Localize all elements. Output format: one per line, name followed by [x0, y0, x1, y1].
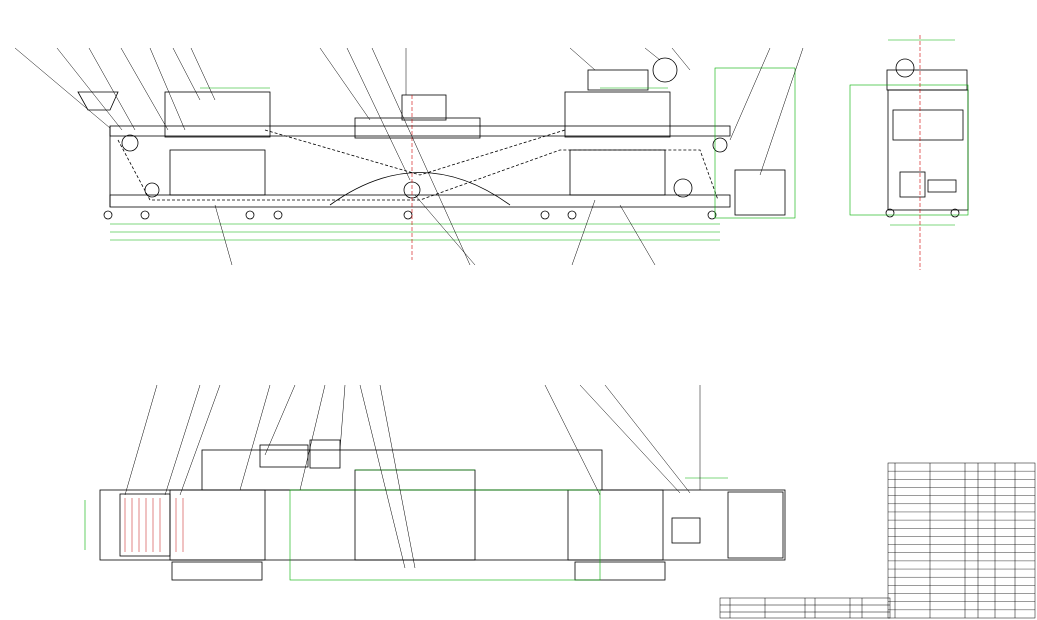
center-platform [354, 117, 481, 139]
side-top-unit [886, 69, 968, 91]
parts-list-rows [888, 470, 1035, 611]
conveyor-frame-top [109, 125, 731, 137]
plan-drive-motor [671, 517, 701, 544]
plan-right-base [574, 561, 666, 581]
control-box [587, 69, 649, 91]
center-sprocket [403, 181, 421, 199]
plan-view [99, 439, 786, 581]
parts-list-table [887, 462, 1036, 619]
right-sprocket [712, 137, 728, 153]
left-housing-upper [164, 91, 271, 138]
fan-housing [652, 57, 678, 83]
caster-wheels [103, 210, 717, 220]
plan-left-housing [169, 489, 266, 561]
front-elevation-view [77, 57, 786, 220]
center-support-arch [329, 172, 511, 206]
title-block [719, 597, 891, 619]
center-top-box [401, 94, 447, 121]
plan-right-housing [567, 489, 664, 561]
side-dimensions [849, 39, 969, 226]
conveyor-chain-upper [264, 129, 566, 176]
right-housing-upper [564, 91, 671, 138]
feed-hopper [77, 91, 119, 111]
front-callout-leaders [14, 47, 804, 266]
side-elevation-view [885, 58, 969, 218]
conveyor-chain [117, 139, 719, 201]
plan-motor [309, 439, 341, 469]
side-fan [895, 58, 915, 78]
side-motor [899, 171, 926, 198]
side-chamber [892, 109, 964, 141]
lower-left-sprocket [144, 182, 160, 198]
side-wheel-right [950, 208, 960, 218]
front-dimensions [110, 67, 796, 241]
plan-outline [99, 489, 786, 561]
plan-dimensions [84, 469, 728, 581]
output-box [734, 169, 786, 216]
left-sprocket [121, 134, 139, 152]
side-wheel-left [885, 208, 895, 218]
plan-output [727, 491, 784, 559]
side-gearbox [927, 179, 957, 193]
drive-motor [673, 178, 693, 198]
plan-grid-slats [124, 498, 184, 552]
plan-left-grid [119, 493, 171, 557]
right-housing-lower [569, 149, 666, 196]
plan-gearbox [259, 444, 309, 468]
plan-callout-leaders [124, 384, 701, 569]
plan-center-section [354, 469, 476, 561]
plan-left-base [171, 561, 263, 581]
left-housing-lower [169, 149, 266, 196]
